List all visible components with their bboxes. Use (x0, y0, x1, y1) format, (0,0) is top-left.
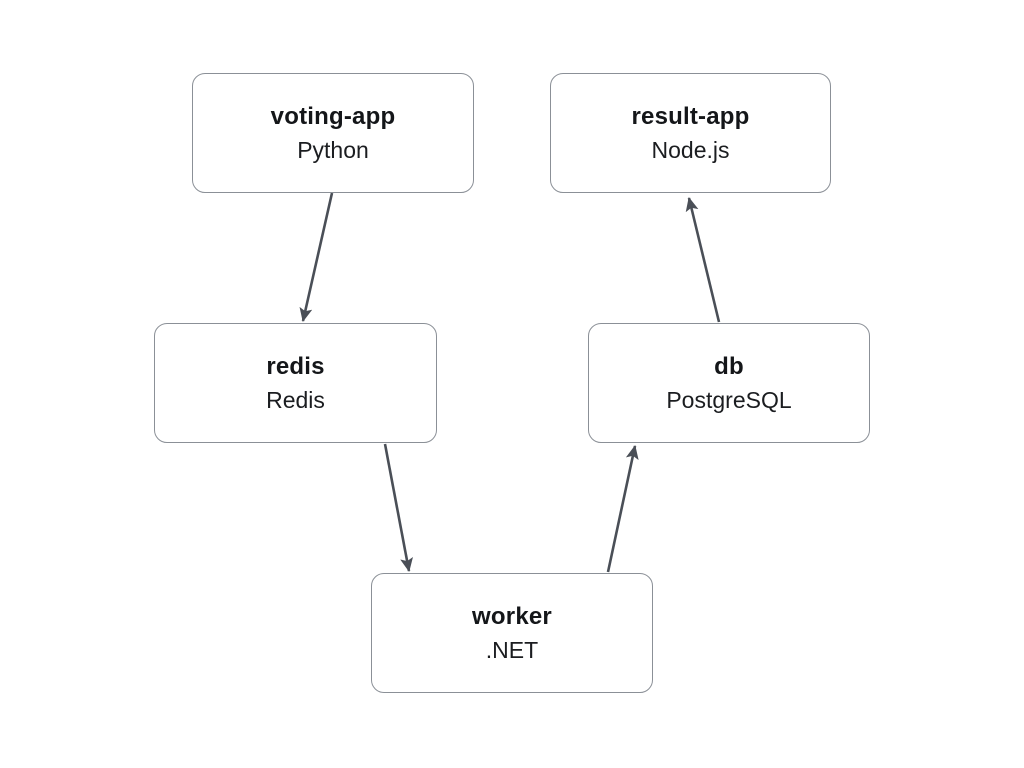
node-voting-app-subtitle: Python (297, 137, 369, 163)
node-db-subtitle: PostgreSQL (666, 387, 792, 413)
edge-worker-to-db (606, 445, 639, 573)
node-voting-app-title: voting-app (270, 103, 396, 130)
node-redis-subtitle: Redis (266, 387, 325, 413)
edge-redis-to-worker (383, 443, 413, 572)
node-db-title: db (714, 353, 744, 380)
node-worker: worker .NET (371, 573, 653, 693)
edge-db-to-result-app (685, 197, 721, 323)
node-worker-title: worker (472, 603, 552, 630)
node-result-app-subtitle: Node.js (651, 137, 730, 163)
node-voting-app: voting-app Python (192, 73, 474, 193)
node-db: db PostgreSQL (588, 323, 870, 443)
node-result-app-title: result-app (631, 103, 750, 130)
node-worker-subtitle: .NET (485, 637, 539, 663)
edge-voting-app-to-redis (299, 192, 334, 322)
node-redis-title: redis (266, 353, 325, 380)
node-redis: redis Redis (154, 323, 437, 443)
node-result-app: result-app Node.js (550, 73, 831, 193)
